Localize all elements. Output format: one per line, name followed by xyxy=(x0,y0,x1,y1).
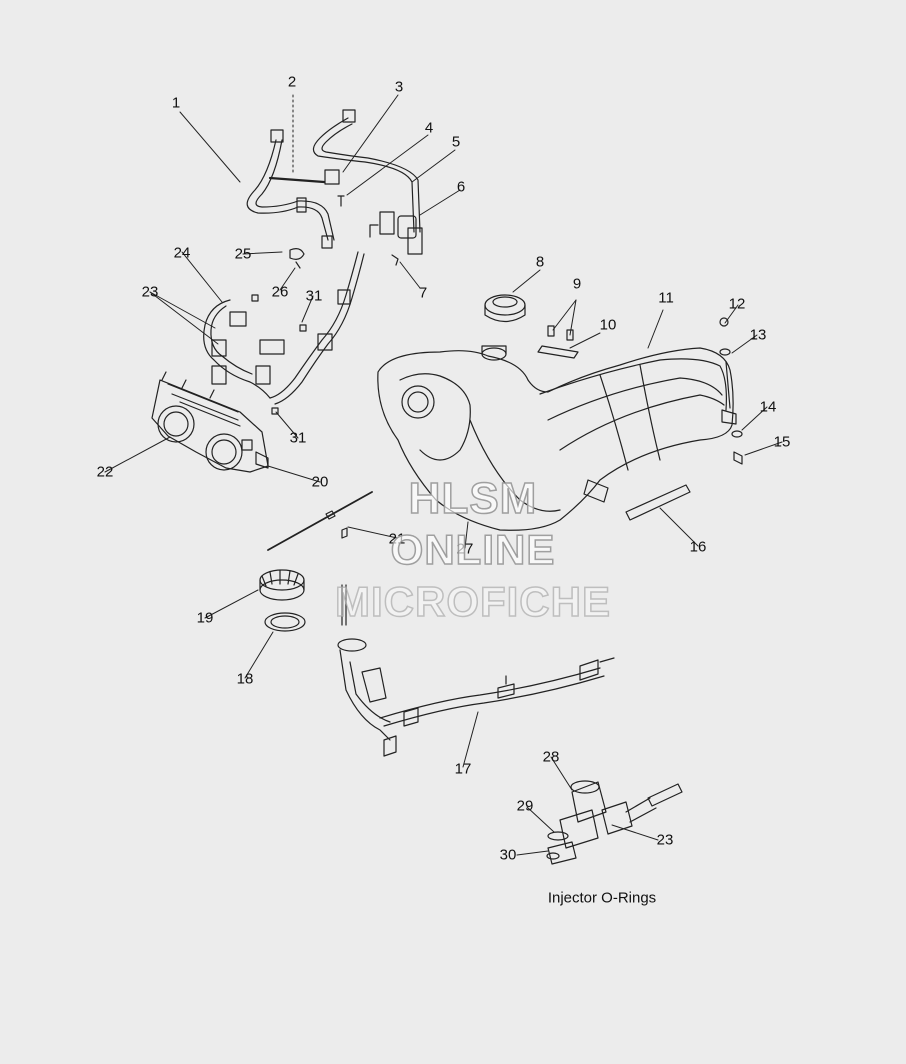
callout-23-lower[interactable]: 23 xyxy=(656,831,674,849)
callout-27[interactable]: 27 xyxy=(456,540,474,558)
callout-9[interactable]: 9 xyxy=(572,275,582,293)
callout-10[interactable]: 10 xyxy=(599,316,617,334)
callout-16[interactable]: 16 xyxy=(689,538,707,556)
callout-15[interactable]: 15 xyxy=(773,433,791,451)
injector-o-rings-caption: Injector O-Rings xyxy=(547,889,657,907)
callout-3[interactable]: 3 xyxy=(394,78,404,96)
pump-lock-ring xyxy=(259,569,305,601)
callout-31-upper[interactable]: 31 xyxy=(305,287,323,305)
pump-seal xyxy=(264,612,306,632)
fuel-rail-hoses xyxy=(203,248,365,415)
callout-29[interactable]: 29 xyxy=(516,797,534,815)
callout-17[interactable]: 17 xyxy=(454,760,472,778)
callout-12[interactable]: 12 xyxy=(728,295,746,313)
callout-8[interactable]: 8 xyxy=(535,253,545,271)
fuel-tank xyxy=(377,345,737,531)
callout-7[interactable]: 7 xyxy=(418,284,428,302)
callout-11[interactable]: 11 xyxy=(658,289,674,307)
callout-23-upper[interactable]: 23 xyxy=(141,283,159,301)
callout-24[interactable]: 24 xyxy=(173,244,191,262)
callout-4[interactable]: 4 xyxy=(424,119,434,137)
tank-pad xyxy=(625,484,691,521)
callout-6[interactable]: 6 xyxy=(456,178,466,196)
callout-1[interactable]: 1 xyxy=(171,94,181,112)
small-hardware xyxy=(537,317,743,465)
callout-25[interactable]: 25 xyxy=(234,245,252,263)
fuel-hoses-upper xyxy=(246,109,423,255)
callout-19[interactable]: 19 xyxy=(196,609,214,627)
callout-18[interactable]: 18 xyxy=(236,670,254,688)
callout-26[interactable]: 26 xyxy=(271,283,289,301)
throttle-body xyxy=(151,371,269,473)
fuel-cap xyxy=(484,294,526,323)
callout-5[interactable]: 5 xyxy=(451,133,461,151)
callout-28[interactable]: 28 xyxy=(542,748,560,766)
watermark-line-1: HLSM xyxy=(408,473,538,524)
callout-2[interactable]: 2 xyxy=(287,73,297,91)
callout-14[interactable]: 14 xyxy=(759,398,777,416)
callout-30[interactable]: 30 xyxy=(499,846,517,864)
injector-detail xyxy=(546,780,683,865)
watermark-line-3: MICROFICHE xyxy=(334,577,611,626)
callout-21[interactable]: 21 xyxy=(388,530,406,548)
callout-20[interactable]: 20 xyxy=(311,473,329,491)
callout-22[interactable]: 22 xyxy=(96,463,114,481)
callout-13[interactable]: 13 xyxy=(749,326,767,344)
fuel-filter-bracket xyxy=(369,211,417,266)
fuel-pump-harness xyxy=(337,584,615,757)
watermark-line-2: ONLINE xyxy=(390,525,556,574)
vent-tube xyxy=(267,491,373,551)
callout-31-lower[interactable]: 31 xyxy=(289,429,307,447)
